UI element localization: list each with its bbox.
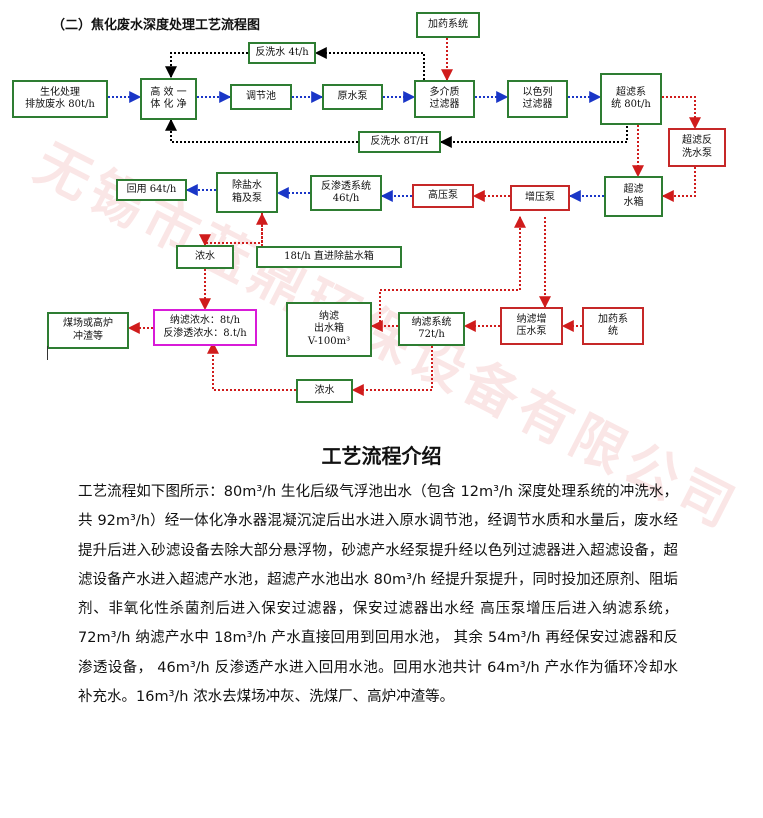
box-nf-system: 纳滤系统 72t/h xyxy=(398,312,465,346)
diagram-title: （二）焦化废水深度处理工艺流程图 xyxy=(52,18,261,33)
box-israel-filter: 以色列 过滤器 xyxy=(507,80,568,118)
box-regulating-tank: 调节池 xyxy=(230,84,292,110)
flow-backwash-pump-to-tank xyxy=(661,167,696,202)
box-dosing-bottom: 加药系 统 xyxy=(582,307,644,345)
box-backwash-4: 反洗水 4t/h xyxy=(248,42,316,64)
box-desalt-tank: 除盐水 箱及泵 xyxy=(216,172,278,213)
box-dosing-top: 加药系统 xyxy=(416,12,480,38)
box-backwash-8: 反洗水 8T/H xyxy=(358,131,441,153)
box-high-pressure-pump: 高压泵 xyxy=(412,184,474,208)
text-cursor xyxy=(47,346,48,360)
intro-title: 工艺流程介绍 xyxy=(321,444,442,468)
flow-tank-to-booster xyxy=(379,215,526,326)
flow-backwash-8-up xyxy=(165,118,358,143)
box-uf-water-tank: 超滤 水箱 xyxy=(604,176,663,217)
intro-body: 工艺流程如下图所示：80m³/h 生化后级气浮池出水（包含 12m³/h 深度处… xyxy=(78,484,678,706)
box-bio-wastewater: 生化处理 排放废水 80t/h xyxy=(12,80,108,118)
flow-backwash-4-down xyxy=(165,52,248,79)
box-direct-to-desalt: 18t/h 直进除盐水箱 xyxy=(256,246,402,268)
box-coal-yard: 煤场或高炉 冲渣等 xyxy=(47,312,129,349)
box-nf-water-tank: 纳滤 出水箱 V-100m³ xyxy=(286,302,372,357)
flow-backwash-8-path xyxy=(439,122,628,148)
box-booster-pump: 增压泵 xyxy=(510,185,570,211)
box-concentrate-2: 浓水 xyxy=(296,379,353,403)
box-reuse-64: 回用 64t/h xyxy=(116,179,187,201)
box-integrated-purifier: 高 效 一 体 化 净 xyxy=(140,78,197,120)
flow-concentrate-to-disposal xyxy=(207,341,296,391)
box-uf-system: 超滤系 统 80t/h xyxy=(600,73,662,125)
flow-uf-to-backwash-pump xyxy=(662,96,701,130)
flow-diagram xyxy=(108,38,701,396)
box-concentrate-summary: 纳滤浓水：8t/h 反渗透浓水：8.t/h xyxy=(153,309,257,346)
flow-nf-to-concentrate xyxy=(351,346,433,396)
box-multimedia-filter: 多介质 过滤器 xyxy=(414,80,475,118)
flow-backwash-4-path xyxy=(314,47,425,80)
box-nf-booster-pump: 纳滤增 压水泵 xyxy=(500,307,563,345)
box-concentrate-1: 浓水 xyxy=(176,245,234,269)
box-uf-backwash-pump: 超滤反 洗水泵 xyxy=(668,128,726,167)
box-raw-water-pump: 原水泵 xyxy=(322,84,383,110)
flow-ro-to-concentrate xyxy=(205,213,263,244)
box-ro-system: 反渗透系统 46t/h xyxy=(310,175,382,211)
